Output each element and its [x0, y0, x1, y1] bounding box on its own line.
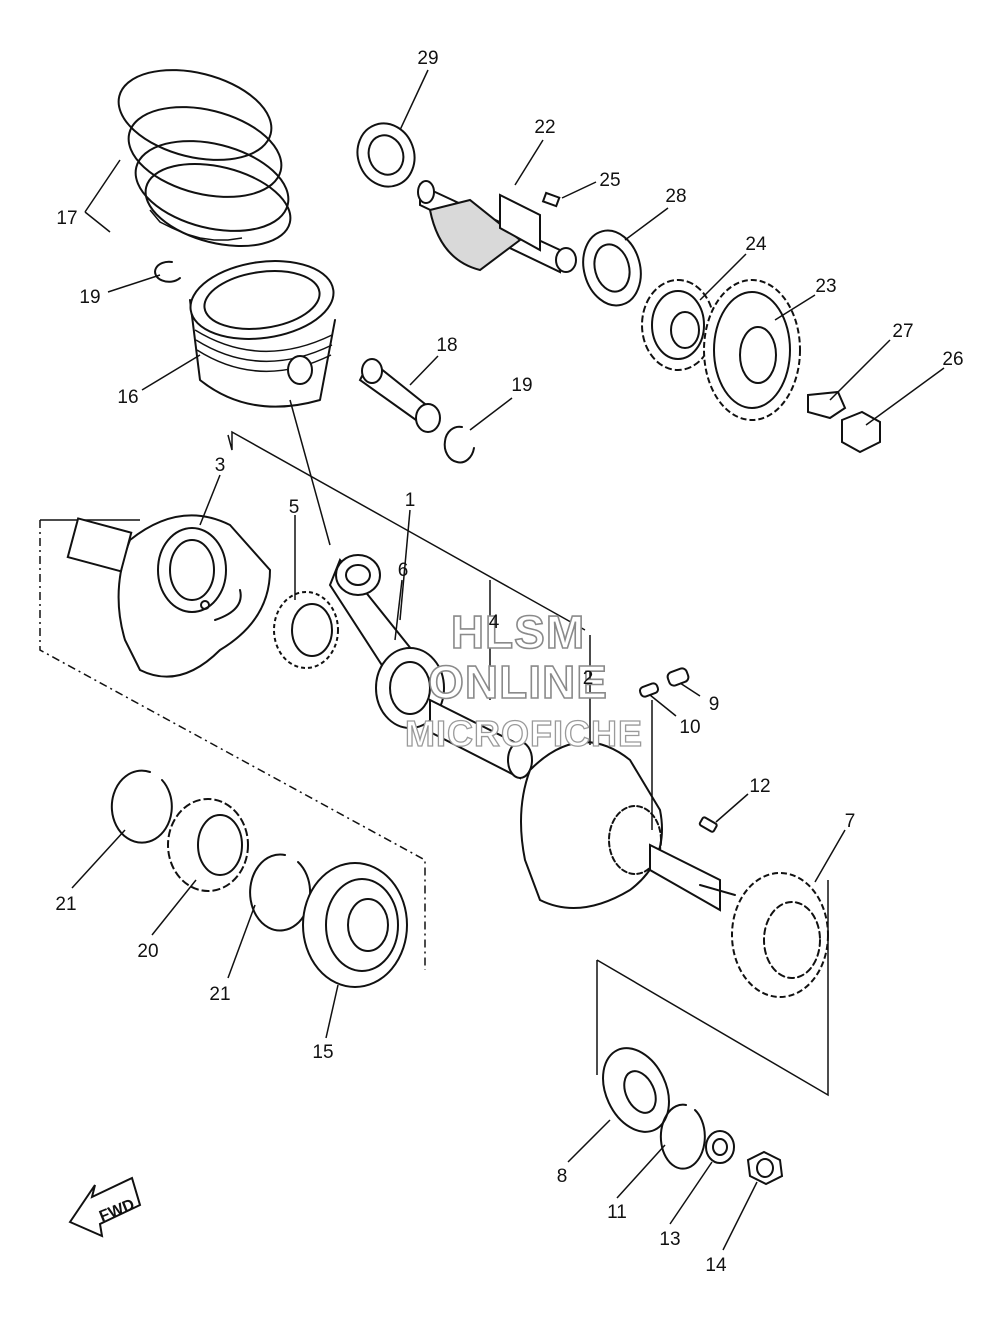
- callout-14: 14: [705, 1255, 727, 1276]
- bracket-lower-right: [596, 880, 829, 1097]
- callout-6: 6: [398, 560, 409, 581]
- bracket-3: [227, 430, 586, 631]
- circlip-21a: [110, 769, 173, 844]
- callout-7: 7: [845, 811, 856, 832]
- bearing-15: [302, 862, 408, 988]
- piston-ring-set: [117, 69, 292, 247]
- circlip-11: [659, 1103, 706, 1170]
- callout-25: 25: [599, 170, 620, 191]
- callout-29: 29: [417, 48, 438, 69]
- crank-pin-end: [507, 741, 533, 779]
- key-12: [698, 816, 718, 833]
- balancer-shaft: [417, 180, 577, 274]
- callout-17: 17: [56, 208, 77, 229]
- bearing-28: [582, 229, 642, 307]
- callout-28: 28: [665, 186, 686, 207]
- callout-8: 8: [557, 1166, 568, 1187]
- circlip-right: [443, 425, 475, 464]
- watermark-line1: HLSM: [451, 606, 585, 658]
- callout-1: 1: [405, 490, 416, 511]
- callout-9: 9: [709, 694, 720, 715]
- callout-27: 27: [892, 321, 913, 342]
- callout-24: 24: [745, 234, 767, 255]
- watermark: HLSM ONLINE MICROFICHE: [404, 605, 643, 754]
- washer-13: [705, 1130, 735, 1164]
- piston: [189, 260, 336, 408]
- callout-18: 18: [436, 335, 457, 356]
- piston-pin: [358, 358, 441, 433]
- connecting-rod: [328, 554, 445, 729]
- watermark-line3: MICROFICHE: [405, 713, 643, 754]
- nut-14: [746, 1150, 784, 1186]
- gear-23: [703, 279, 801, 421]
- callout-21a: 21: [55, 894, 76, 915]
- pin-10: [638, 682, 660, 698]
- callout-22: 22: [534, 117, 555, 138]
- needle-bearing-5: [273, 591, 339, 669]
- crank-left: [66, 514, 272, 678]
- callout-3: 3: [215, 455, 226, 476]
- callout-12: 12: [749, 776, 770, 797]
- callout-5: 5: [289, 497, 300, 518]
- circlip-21b: [249, 853, 312, 932]
- spring-9: [666, 667, 690, 687]
- callout-11: 11: [607, 1202, 627, 1223]
- spacer-20: [167, 798, 249, 892]
- plate-8: [602, 1047, 670, 1133]
- callout-10: 10: [679, 717, 700, 738]
- circlip-top: [154, 260, 181, 283]
- callout-20: 20: [137, 941, 158, 962]
- callout-21b: 21: [209, 984, 230, 1005]
- key-25: [541, 191, 561, 208]
- leader-lines: [71, 69, 945, 1251]
- callouts: 29 22 25 28 24 23 27 26 17 19 16 18 19 3…: [55, 48, 963, 1276]
- watermark-line2: ONLINE: [428, 656, 608, 708]
- callout-19a: 19: [79, 287, 100, 308]
- callout-4: 4: [489, 612, 500, 633]
- lock-washer-27: [807, 390, 847, 420]
- callout-2: 2: [583, 668, 594, 689]
- crank-right: [520, 741, 736, 912]
- nut-26: [841, 410, 881, 454]
- gear-24: [641, 279, 715, 371]
- bearing-29: [356, 122, 416, 188]
- callout-19b: 19: [511, 375, 532, 396]
- callout-13: 13: [659, 1229, 680, 1250]
- gear-7: [731, 872, 829, 998]
- callout-23: 23: [815, 276, 836, 297]
- callout-16: 16: [117, 387, 138, 408]
- callout-26: 26: [942, 349, 963, 370]
- fwd-arrow: FWD: [68, 1176, 142, 1238]
- callout-15: 15: [312, 1042, 333, 1063]
- crank-outline: [39, 520, 426, 970]
